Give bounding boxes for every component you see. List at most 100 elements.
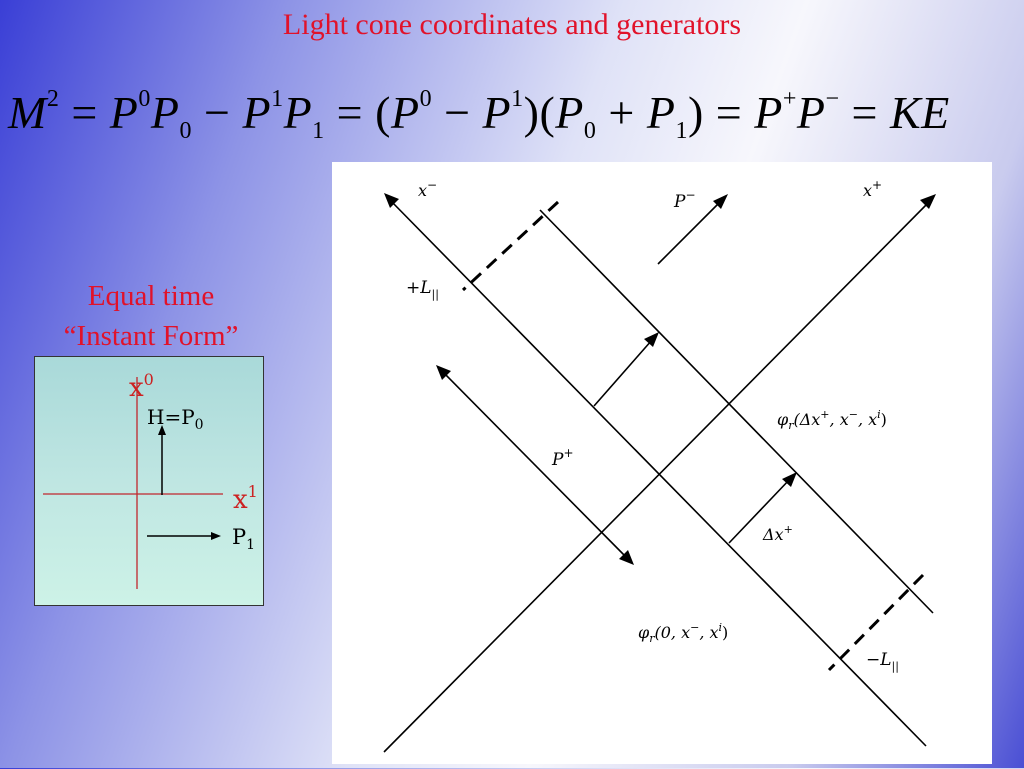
phi-top-sub: r — [788, 419, 794, 432]
x-plus-label-base: x — [863, 181, 872, 200]
eq-equals-4: = — [851, 87, 878, 138]
p1-label-sub: 1 — [246, 537, 255, 553]
x0-label-sup: 0 — [144, 370, 154, 389]
phi-top-label: φr(Δx+, x−, xi) — [777, 408, 887, 432]
eq-p-upper-1: P — [242, 87, 272, 138]
phi-bottom-args-sup1: − — [690, 621, 699, 634]
p1-label-base: P — [232, 525, 246, 549]
p-plus-arrow-line — [439, 368, 628, 559]
plus-L-label-base: +L — [406, 278, 432, 298]
eq-p-lower-0: P — [150, 87, 180, 138]
delta-x-plus-label: Δx+ — [762, 523, 793, 544]
p-plus-label-base: P — [551, 450, 564, 470]
eq-minus-2: − — [444, 87, 471, 138]
eq-equals-3: = — [715, 87, 743, 138]
p-plus-arrow-head — [619, 550, 634, 565]
eq-m: M — [8, 87, 47, 138]
eq-p-plus-sup: + — [782, 86, 797, 112]
x-minus-label-base: x — [418, 181, 427, 200]
eq-p-upper-1b-sup: 1 — [511, 86, 524, 112]
eq-p-upper-1-sup: 1 — [271, 86, 284, 112]
phi-bottom-args-2: , x — [699, 623, 718, 642]
upper-shift-arrow-head — [644, 332, 659, 347]
eq-p-lower-1b-sub: 1 — [675, 118, 688, 144]
h-label: H=P0 — [147, 405, 204, 433]
eq-p-lower-0b-sub: 0 — [583, 118, 597, 144]
delta-x-plus-arrow-line — [728, 478, 791, 544]
x-minus-label-sup: − — [427, 178, 437, 192]
upper-boundary-line — [539, 209, 934, 614]
phi-bottom-label: φr(0, x−, xi) — [638, 621, 728, 645]
phi-top-args-sup2: − — [849, 408, 858, 421]
p1-label: P1 — [232, 525, 255, 553]
p-plus-arrow-tail-head — [436, 365, 451, 380]
phi-bottom-args: (0, x — [654, 623, 690, 642]
eq-paren-mid: )( — [523, 87, 556, 138]
plus-L-label: +L|| — [406, 278, 439, 302]
slide-title: Light cone coordinates and generators — [282, 8, 742, 41]
phi-bottom-args-3: ) — [722, 623, 728, 642]
upper-shift-arrow-line — [593, 339, 653, 407]
minus-L-label-sub: || — [892, 660, 899, 674]
phi-top-args: (Δx — [793, 410, 820, 429]
p-minus-arrow-line — [657, 201, 721, 265]
x-minus-label: x− — [418, 178, 437, 200]
eq-p-lower-0-sub: 0 — [179, 118, 192, 144]
phi-bottom-sub: r — [649, 632, 655, 645]
minus-L-dashed-line — [827, 573, 925, 672]
phi-bottom-base: φ — [638, 623, 650, 642]
h-label-sub: 0 — [195, 417, 204, 433]
x-plus-label: x+ — [863, 178, 882, 200]
p-plus-label-sup: + — [563, 446, 573, 460]
eq-equals-1: = — [71, 87, 98, 138]
delta-x-plus-arrow-head — [782, 472, 797, 487]
x0-label: x0 — [129, 370, 154, 403]
eq-paren-close: ) — [687, 87, 704, 138]
plus-L-label-sub: || — [432, 288, 439, 302]
p-minus-label-sup: − — [685, 188, 695, 202]
phi-top-args-2: , x — [830, 410, 849, 429]
eq-equals-2: = — [336, 87, 364, 138]
eq-p-minus: P — [796, 87, 826, 138]
eq-p-plus: P — [754, 87, 783, 138]
x-plus-axis-line — [383, 200, 931, 753]
x-plus-label-sup: + — [872, 178, 882, 192]
eq-paren-open: ( — [375, 87, 391, 138]
caption-instant-form: “Instant Form” — [63, 320, 239, 352]
eq-minus-1: − — [204, 87, 231, 138]
light-cone-diagram: x− x+ P− +L|| φr(Δx+, x−, xi) P+ Δx+ φr(… — [332, 162, 992, 764]
p1-arrow-head — [211, 532, 221, 540]
phi-top-args-sup3: i — [877, 408, 881, 421]
x-minus-axis-arrow-head — [384, 193, 399, 208]
instant-form-caption: Equal time “Instant Form” — [36, 276, 266, 356]
p-plus-label: P+ — [551, 446, 574, 470]
delta-x-plus-base: Δx — [762, 525, 784, 544]
phi-top-base: φ — [777, 410, 789, 429]
p-minus-label: P− — [673, 188, 696, 212]
eq-ke: KE — [889, 87, 950, 138]
eq-p-upper-0: P — [109, 87, 139, 138]
eq-p-upper-0b-sup: 0 — [419, 86, 433, 112]
eq-p-lower-1-sub: 1 — [312, 118, 325, 144]
h-label-base: H=P — [147, 405, 195, 429]
x-minus-axis-line — [389, 199, 927, 747]
instant-form-diagram: x0 H=P0 x1 P1 — [34, 356, 264, 606]
minus-L-label: −L|| — [866, 650, 899, 674]
x1-label: x1 — [233, 482, 258, 515]
eq-plus: + — [608, 87, 635, 138]
eq-p-lower-1b: P — [646, 87, 676, 138]
mass-equation: M2 = P0P0 − P1P1 = (P0 − P1)(P0 + P1) = … — [8, 86, 1018, 145]
x-plus-axis-arrow-head — [920, 194, 936, 209]
phi-top-args-sup1: + — [820, 408, 829, 421]
p-minus-arrow-head — [713, 194, 728, 209]
delta-x-plus-sup: + — [784, 523, 793, 536]
x0-label-base: x — [129, 373, 144, 403]
eq-p-minus-sup: − — [825, 86, 840, 112]
minus-L-label-base: −L — [866, 650, 892, 670]
x1-label-sup: 1 — [248, 482, 258, 501]
caption-equal-time: Equal time — [87, 280, 215, 312]
p-minus-label-base: P — [673, 192, 686, 212]
instant-form-svg: x0 H=P0 x1 P1 — [43, 370, 258, 589]
eq-m-exp: 2 — [46, 86, 60, 112]
phi-bottom-args-sup2: i — [719, 621, 723, 634]
